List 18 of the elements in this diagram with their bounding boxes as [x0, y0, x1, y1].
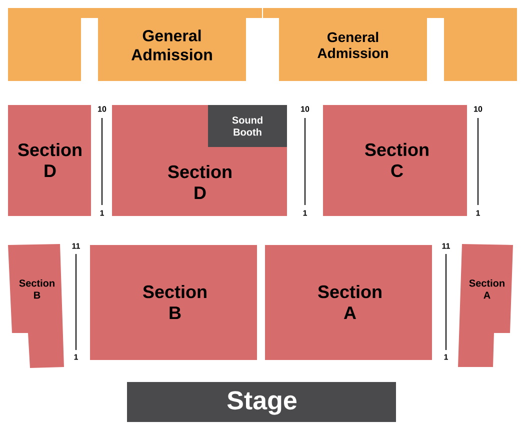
stage: Stage	[127, 382, 396, 422]
seating-section: Section C	[323, 105, 467, 216]
seating-section: Section B	[8, 244, 64, 368]
seating-section: Section A	[265, 245, 432, 360]
row-number: 1	[476, 210, 480, 216]
sound-booth: Sound Booth	[208, 105, 287, 147]
row-number: 11	[442, 243, 450, 249]
row-number: 11	[72, 243, 80, 249]
seating-section: Section D	[8, 105, 91, 216]
general-admission-area: General Admission	[263, 8, 517, 81]
row-number: 1	[74, 354, 78, 360]
general-admission-area: General Admission	[8, 8, 262, 81]
seating-section: Section B	[90, 245, 257, 360]
row-number: 1	[444, 354, 448, 360]
row-number: 1	[303, 210, 307, 216]
seating-section: Section A	[458, 244, 513, 367]
row-number: 10	[301, 106, 310, 112]
row-number: 1	[100, 210, 104, 216]
